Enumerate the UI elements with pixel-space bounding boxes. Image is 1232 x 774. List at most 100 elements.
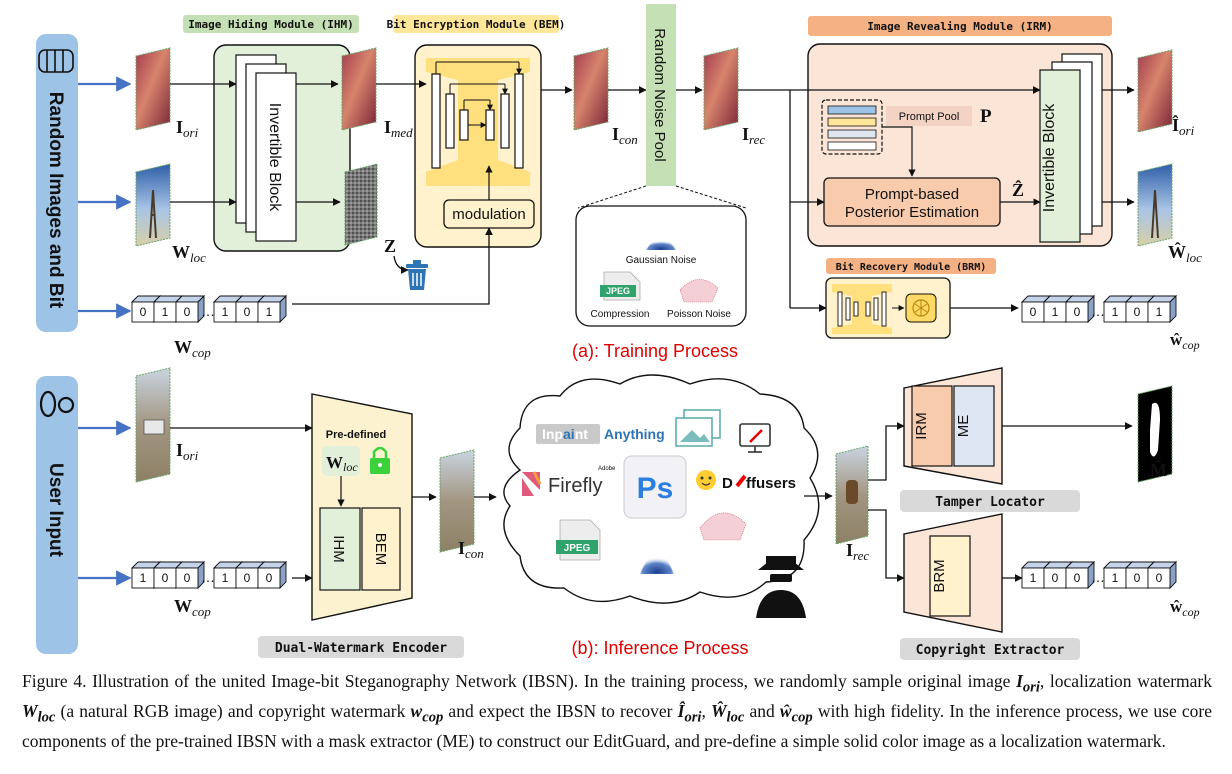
svg-text:Wloc: Wloc bbox=[326, 453, 358, 474]
bit-cell: 0 bbox=[174, 560, 206, 590]
firefly-logo: Adobe Firefly bbox=[522, 466, 616, 497]
bit-cell: 1 bbox=[256, 294, 288, 324]
svg-text:D: D bbox=[722, 475, 733, 492]
svg-text:Icon: Icon bbox=[458, 538, 484, 561]
bit-cell: 1 bbox=[212, 560, 244, 590]
brm-module: Bit Recovery Module (BRM) bbox=[825, 258, 1019, 339]
svg-text:Gaussian Noise: Gaussian Noise bbox=[626, 255, 697, 266]
svg-text:Bit Recovery Module (BRM): Bit Recovery Module (BRM) bbox=[836, 261, 987, 273]
svg-text:Iori: Iori bbox=[176, 440, 199, 463]
training-image-watermark: Wloc bbox=[135, 163, 206, 265]
ihm-module: Image Hiding Module (IHM) Invertible Blo… bbox=[183, 15, 359, 252]
svg-text:Icon: Icon bbox=[612, 124, 638, 147]
svg-text:Wloc: Wloc bbox=[172, 242, 206, 265]
svg-text:Prompt Pool: Prompt Pool bbox=[899, 111, 960, 123]
svg-text:Copyright Extractor: Copyright Extractor bbox=[916, 643, 1065, 658]
bit-cell: 0 bbox=[1064, 294, 1096, 324]
bit-cell: 0 bbox=[174, 294, 206, 324]
jpeg-icon: JPEG bbox=[600, 271, 641, 301]
w-cop-label-train: Wcop bbox=[174, 337, 211, 360]
random-noise-pool: Random Noise Pool Gaussian Noise JPEG Co… bbox=[575, 4, 747, 327]
tamper-locator: IRM ME Tamper Locator bbox=[900, 367, 1080, 512]
training-side-label: Random Images and Bit bbox=[45, 92, 66, 309]
svg-text:0: 0 bbox=[1052, 571, 1059, 585]
jpeg-compression-icon: JPEG bbox=[556, 519, 601, 561]
svg-text:1: 1 bbox=[266, 305, 273, 319]
copyright-extractor: BRM Copyright Extractor bbox=[900, 513, 1080, 660]
bit-cell: 1 bbox=[1146, 294, 1178, 324]
svg-text:0: 0 bbox=[1074, 571, 1081, 585]
svg-text:Îori: Îori bbox=[1172, 114, 1195, 138]
training-image-original: Iori bbox=[135, 47, 199, 140]
svg-text:1: 1 bbox=[1156, 305, 1163, 319]
svg-text:IRM: IRM bbox=[913, 412, 930, 440]
received-image-inf: Irec bbox=[835, 445, 869, 563]
svg-text:Imed: Imed bbox=[384, 117, 413, 140]
svg-text:Ẑ: Ẑ bbox=[1012, 179, 1024, 200]
svg-text:1: 1 bbox=[1112, 305, 1119, 319]
inference-side-label: User Input bbox=[45, 463, 66, 558]
image-stack-icon bbox=[38, 49, 74, 73]
svg-text:Image Revealing Module (IRM): Image Revealing Module (IRM) bbox=[867, 20, 1052, 33]
irm-module: Image Revealing Module (IRM) Prompt Pool… bbox=[807, 16, 1113, 247]
svg-text:ffusers: ffusers bbox=[746, 475, 796, 492]
svg-text:1: 1 bbox=[1030, 571, 1037, 585]
svg-text:Compression: Compression bbox=[591, 309, 650, 320]
gaussian-noise-icon bbox=[646, 238, 676, 250]
svg-text:1: 1 bbox=[140, 571, 147, 585]
training-title: (a): Training Process bbox=[572, 341, 738, 361]
svg-text:0: 0 bbox=[184, 305, 191, 319]
svg-text:Ps: Ps bbox=[637, 472, 674, 505]
svg-text:1: 1 bbox=[222, 305, 229, 319]
w-cop-hat-inf: ŵcop bbox=[1170, 597, 1200, 619]
irm-arrows bbox=[738, 86, 1135, 312]
svg-text:Anything: Anything bbox=[604, 426, 665, 442]
svg-text:BEM: BEM bbox=[372, 533, 389, 566]
user-icon bbox=[39, 390, 75, 418]
svg-text:Bit Encryption Module (BEM): Bit Encryption Module (BEM) bbox=[387, 18, 566, 31]
inference-input-arrows bbox=[78, 420, 132, 586]
svg-text:Prompt-based: Prompt-based bbox=[865, 186, 959, 203]
bits-ellipsis: … bbox=[1091, 569, 1105, 585]
poisson-noise-icon-inf bbox=[699, 512, 747, 541]
svg-text:Irec: Irec bbox=[742, 124, 765, 147]
svg-text:1: 1 bbox=[222, 571, 229, 585]
bits-ellipsis: … bbox=[201, 303, 215, 319]
bits-ellipsis: … bbox=[1091, 303, 1105, 319]
svg-text:0: 0 bbox=[244, 571, 251, 585]
container-image-inf: Icon bbox=[439, 449, 484, 561]
input-arrows bbox=[78, 76, 132, 319]
svg-text:Poisson Noise: Poisson Noise bbox=[667, 309, 731, 320]
svg-text:P: P bbox=[980, 106, 992, 127]
svg-text:Ŵloc: Ŵloc bbox=[1168, 241, 1202, 265]
figure-caption: Figure 4. Illustration of the united Ima… bbox=[22, 671, 1213, 751]
svg-text:1: 1 bbox=[162, 305, 169, 319]
svg-text:Posterior Estimation: Posterior Estimation bbox=[845, 204, 979, 221]
svg-text:M̂: M̂ bbox=[1150, 460, 1167, 480]
w-cop-label-inf: Wcop bbox=[174, 596, 211, 619]
ihm-invertible-label: Invertible Block bbox=[266, 103, 283, 212]
svg-text:0: 0 bbox=[266, 571, 273, 585]
lock-icon bbox=[370, 446, 390, 474]
svg-text:0: 0 bbox=[162, 571, 169, 585]
inpaint-anything-logo: Inpaint Anything bbox=[536, 424, 665, 444]
svg-text:0: 0 bbox=[1134, 305, 1141, 319]
svg-text:JPEG: JPEG bbox=[606, 286, 630, 296]
svg-text:0: 0 bbox=[1156, 571, 1163, 585]
container-image-train: Icon bbox=[573, 47, 638, 147]
editing-tools-cloud: Inpaint Anything Adobe Firefly Ps bbox=[503, 374, 820, 604]
svg-text:1: 1 bbox=[1112, 571, 1119, 585]
encoder-label: Dual-Watermark Encoder bbox=[275, 641, 447, 656]
intermediate-image: Imed bbox=[341, 47, 413, 140]
inference-image-original: Iori bbox=[135, 367, 199, 483]
svg-text:Invertible Block: Invertible Block bbox=[1041, 103, 1058, 212]
svg-text:Adobe: Adobe bbox=[598, 466, 616, 472]
inference-side-bar: User Input bbox=[36, 376, 78, 654]
svg-text:0: 0 bbox=[184, 571, 191, 585]
poisson-noise-icon bbox=[679, 279, 719, 303]
svg-text:Inpaint: Inpaint bbox=[542, 426, 588, 442]
received-image-train: Irec bbox=[703, 47, 765, 147]
